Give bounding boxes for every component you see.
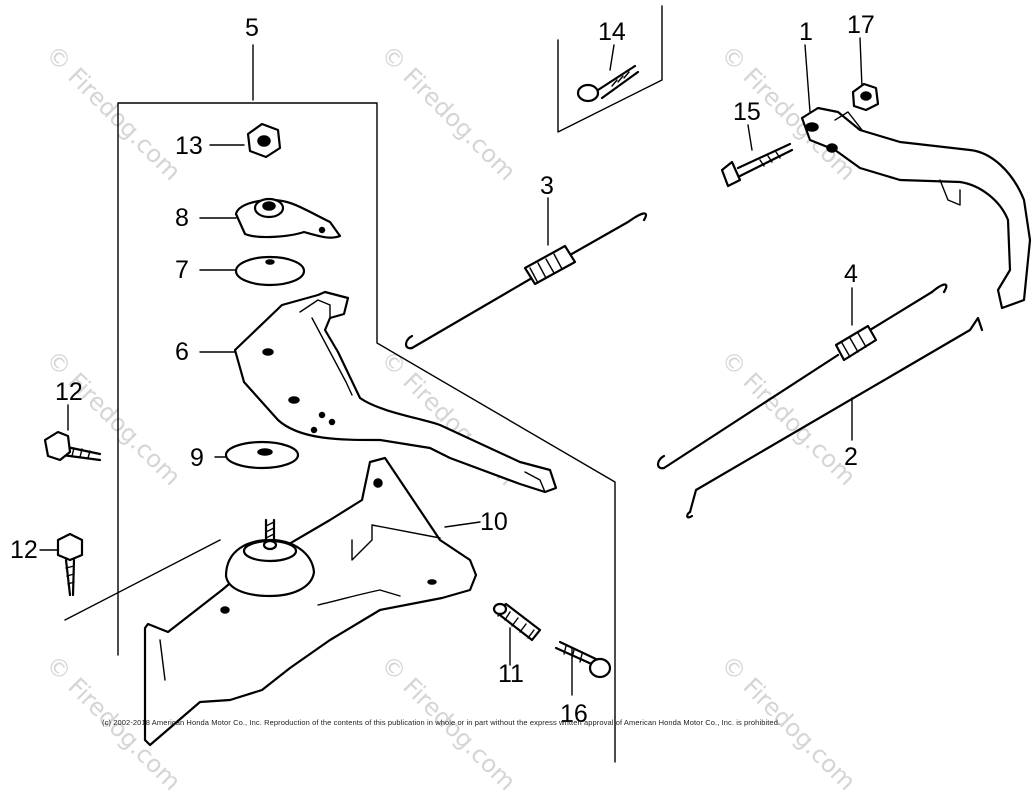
callout-1: 1 <box>799 18 813 46</box>
part-12-bolt-lower <box>56 532 84 597</box>
part-9-washer <box>224 440 300 470</box>
callout-17: 17 <box>847 11 875 39</box>
part-14-bolt-group <box>557 5 663 133</box>
callout-16: 16 <box>560 700 588 728</box>
callout-4: 4 <box>844 260 858 288</box>
part-12-bolt-upper <box>43 430 102 462</box>
callout-5: 5 <box>245 14 259 42</box>
callout-3: 3 <box>540 172 554 200</box>
callout-11: 11 <box>498 660 524 688</box>
callout-2: 2 <box>844 443 858 471</box>
part-17-nut <box>851 82 880 112</box>
callout-9: 9 <box>190 444 204 472</box>
part-6-lever-plate <box>233 290 558 494</box>
copyright-notice: (c) 2002-2018 American Honda Motor Co., … <box>102 718 781 727</box>
group-frame <box>117 102 616 763</box>
callout-12-upper: 12 <box>55 378 83 406</box>
part-4-spring-rod <box>656 283 948 470</box>
group-frame-left <box>64 539 221 621</box>
callout-14: 14 <box>598 18 626 46</box>
callout-8: 8 <box>175 204 189 232</box>
callout-13: 13 <box>175 132 203 160</box>
part-2-rod <box>686 316 984 519</box>
part-3-spring-rod <box>404 212 648 350</box>
callout-15: 15 <box>733 98 761 126</box>
part-16-screw <box>554 640 612 679</box>
part-8-bracket <box>234 197 342 239</box>
part-7-washer <box>234 255 306 287</box>
callout-6: 6 <box>175 338 189 366</box>
part-15-bolt <box>720 142 794 188</box>
callout-7: 7 <box>175 256 189 284</box>
leader-lines <box>39 37 863 696</box>
part-1-governor-arm <box>800 106 1032 310</box>
parts-diagram <box>39 5 1032 763</box>
part-13-nut <box>246 122 282 159</box>
part-10-base-plate <box>143 456 478 747</box>
callout-10: 10 <box>480 508 508 536</box>
part-11-spring <box>492 602 542 642</box>
callout-12-lower: 12 <box>10 536 38 564</box>
